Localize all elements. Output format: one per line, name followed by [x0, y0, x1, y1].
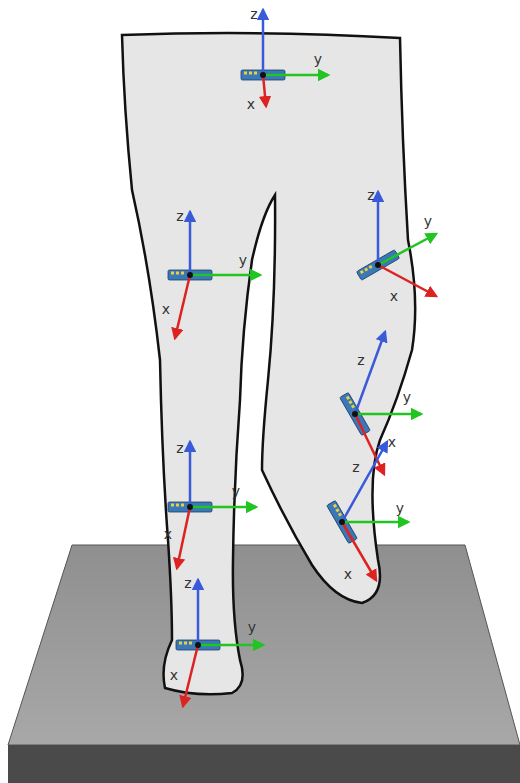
axis-arrow — [183, 645, 198, 706]
frame-origin — [375, 262, 381, 268]
axis-label: x — [162, 302, 170, 316]
axis-arrow — [190, 506, 256, 509]
sensor-pad — [346, 396, 350, 400]
axis-arrow — [198, 644, 263, 647]
axis-arrow — [177, 507, 190, 568]
axis-label: x — [170, 668, 178, 682]
axis-arrow — [189, 442, 192, 507]
axis-label: z — [357, 353, 364, 367]
frame-origin — [187, 272, 193, 278]
sensor-pad — [244, 72, 247, 75]
axis-label: y — [396, 501, 404, 515]
sensor-pad — [176, 272, 179, 275]
sensor-pad — [184, 642, 187, 645]
axis-label: y — [314, 52, 322, 66]
axis-label: x — [390, 289, 398, 303]
axis-label: z — [176, 441, 183, 455]
imu-sensors — [168, 10, 436, 706]
axis-arrow — [355, 413, 421, 416]
platform — [8, 545, 520, 783]
axis-label: x — [164, 527, 172, 541]
axis-arrow — [262, 10, 265, 75]
axis-label: z — [367, 188, 374, 202]
sensor-pad — [181, 272, 184, 275]
imu-frame — [168, 442, 256, 568]
axis-label: z — [352, 460, 359, 474]
frame-origin — [195, 642, 201, 648]
imu-frame — [356, 192, 436, 296]
axis-arrow — [378, 265, 436, 296]
sensor-pad — [171, 272, 174, 275]
sensor-pad — [179, 642, 182, 645]
axis-arrow — [263, 75, 266, 106]
sensor-pad — [364, 267, 368, 271]
sensor-pad — [351, 404, 355, 408]
pants-outline — [122, 33, 415, 694]
frame-origin — [352, 411, 358, 417]
axis-label: z — [250, 7, 257, 21]
imu-frame — [168, 212, 260, 338]
sensor-pad — [348, 400, 352, 404]
sensor-pad — [181, 504, 184, 507]
axis-arrow — [342, 442, 387, 522]
axis-label: z — [176, 209, 183, 223]
axis-arrow — [377, 192, 380, 265]
imu-frame — [327, 442, 408, 580]
axis-arrow — [378, 234, 436, 265]
sensor-pad — [249, 72, 252, 75]
sensor-pad — [171, 504, 174, 507]
sensor-pad — [254, 72, 257, 75]
axis-label: y — [424, 214, 432, 228]
axis-label: z — [184, 576, 191, 590]
sensor-pad — [176, 504, 179, 507]
sensor-pad — [189, 642, 192, 645]
imu-frame — [176, 580, 263, 706]
axis-arrow — [175, 275, 190, 338]
axis-label: x — [344, 567, 352, 581]
sensor-pad — [368, 265, 372, 269]
axis-label: y — [248, 620, 256, 634]
imu-frame — [241, 10, 328, 106]
axis-label: x — [388, 435, 396, 449]
axis-arrow — [342, 522, 376, 580]
axis-arrow — [263, 74, 328, 77]
frame-origin — [260, 72, 266, 78]
axis-arrow — [342, 521, 408, 524]
axis-arrow — [197, 580, 200, 645]
sensor-pad — [360, 270, 364, 274]
sensor-pad — [335, 508, 339, 512]
axis-label: y — [232, 484, 240, 498]
frame-origin — [187, 504, 193, 510]
axis-label: x — [247, 97, 255, 111]
sensor-pad — [338, 512, 342, 516]
axis-arrow — [189, 212, 192, 275]
frame-origin — [339, 519, 345, 525]
sensor-pad — [333, 504, 337, 508]
axis-label: y — [239, 253, 247, 267]
axis-arrow — [190, 274, 260, 277]
axis-label: y — [403, 390, 411, 404]
axis-arrow — [355, 332, 385, 414]
